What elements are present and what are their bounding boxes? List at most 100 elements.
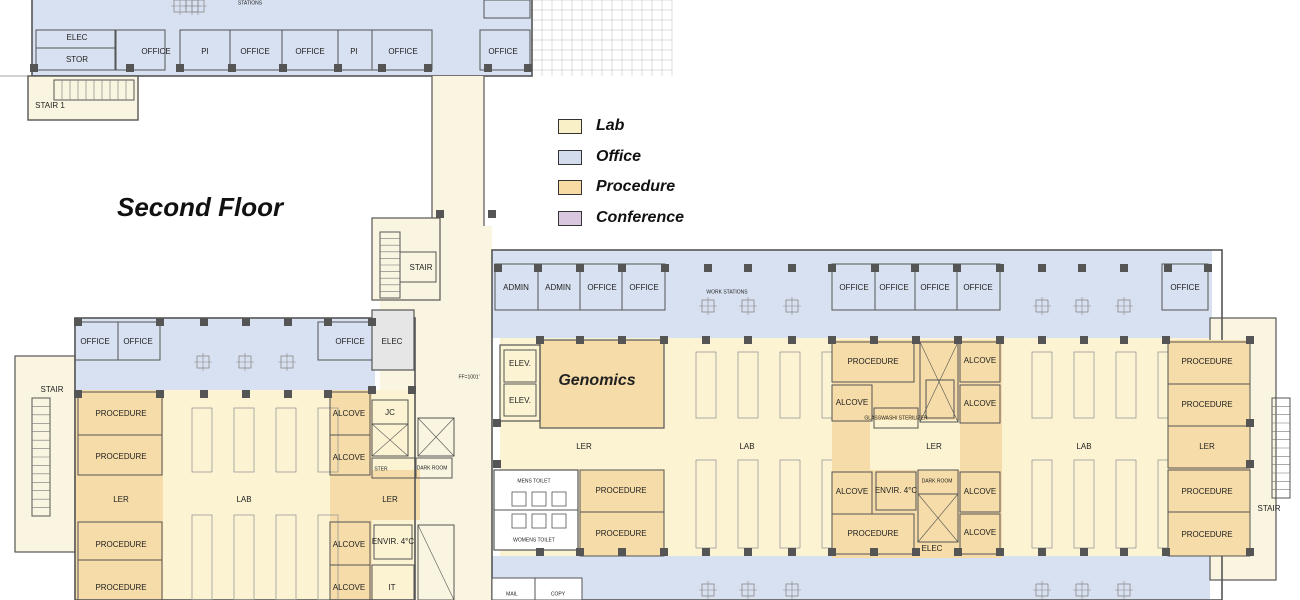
column: [378, 64, 386, 72]
east-lab-bench: [1115, 351, 1137, 419]
east-shaft-1: [919, 341, 959, 423]
room-label-stair-west: STAIR: [41, 385, 64, 394]
shaft-center: [417, 417, 455, 457]
floor-title: Second Floor: [117, 192, 284, 222]
room-label-alcove-east-6: ALCOVE: [964, 528, 996, 537]
column: [870, 548, 878, 556]
east-shaft-2: [917, 493, 959, 543]
dark-room-west: [415, 457, 453, 479]
column: [828, 264, 836, 272]
column: [1164, 264, 1172, 272]
column: [324, 390, 332, 398]
column: [176, 64, 184, 72]
west-lab-bench: [191, 514, 213, 600]
shaft-x: [917, 493, 959, 543]
room-label-elec-east: ELEC: [922, 544, 943, 553]
east-lab-bench: [1073, 351, 1095, 419]
room-label-office-east-5: OFFICE: [920, 283, 949, 292]
room-label-admin-2: ADMIN: [545, 283, 571, 292]
column: [228, 64, 236, 72]
room-label-elev-2: ELEV.: [509, 396, 531, 405]
room-label-procedure-east-6: PROCEDURE: [1181, 400, 1232, 409]
column: [1038, 548, 1046, 556]
column: [911, 264, 919, 272]
room-label-office-north-4: OFFICE: [388, 47, 417, 56]
room-label-pi-north-2: PI: [350, 47, 358, 56]
column: [576, 336, 584, 344]
shaft-x: [417, 524, 455, 600]
column: [156, 390, 164, 398]
west-lab-bench: [233, 514, 255, 600]
column: [279, 64, 287, 72]
west-procedure-room: [77, 559, 163, 600]
shaft-x: [417, 417, 455, 457]
column: [493, 460, 501, 468]
room-label-alcove-west-2: ALCOVE: [333, 453, 365, 462]
room-label-it: IT: [388, 583, 395, 592]
elevator-1: [503, 349, 537, 383]
room-label-office-east-2: OFFICE: [629, 283, 658, 292]
column: [618, 548, 626, 556]
column: [408, 386, 416, 394]
column: [156, 318, 164, 326]
procedure-room: [1167, 511, 1251, 557]
room-label-pi-north-1: PI: [201, 47, 209, 56]
room-label-elec-north: ELEC: [67, 33, 88, 42]
room-label-office-west-3: OFFICE: [335, 337, 364, 346]
column: [368, 386, 376, 394]
room-label-procedure-east-4: PROCEDURE: [847, 529, 898, 538]
column: [660, 336, 668, 344]
column: [1080, 336, 1088, 344]
column: [324, 318, 332, 326]
room-label-darkroom-west: DARK ROOM: [417, 465, 448, 471]
legend-label-lab: Lab: [596, 117, 625, 134]
column: [871, 264, 879, 272]
column: [284, 390, 292, 398]
room-label-envir-west: ENVIR. 4°C: [372, 537, 415, 546]
room-label-alcove-east-3: ALCOVE: [964, 399, 996, 408]
column: [1162, 548, 1170, 556]
west-elec-zone: [372, 310, 414, 370]
column: [870, 336, 878, 344]
west-office-cell: [117, 321, 161, 361]
alcove-room: [959, 341, 1001, 383]
room-label-office-west-2: OFFICE: [123, 337, 152, 346]
room-label-office-north-3: OFFICE: [295, 47, 324, 56]
north-office-cell: [114, 29, 166, 71]
column: [1246, 548, 1254, 556]
room-label-procedure-east-2: PROCEDURE: [595, 529, 646, 538]
east-lab-bench: [779, 351, 801, 419]
column: [1038, 264, 1046, 272]
stair1-zone: [28, 76, 138, 120]
column: [704, 264, 712, 272]
legend-swatch-office: [558, 149, 582, 165]
room-label-office-east-3: OFFICE: [839, 283, 868, 292]
column: [1246, 336, 1254, 344]
room-label-stair1: STAIR 1: [35, 101, 65, 110]
room-label-envir-east: ENVIR. 4°C: [875, 486, 918, 495]
room-label-office-north-1: OFFICE: [141, 47, 170, 56]
room-label-alcove-west-1: ALCOVE: [333, 409, 365, 418]
column: [954, 336, 962, 344]
room-label-stations-north: STATIONS: [238, 0, 263, 6]
room-label-procedure-east-5: PROCEDURE: [1181, 357, 1232, 366]
west-procedure-zone: [75, 390, 163, 600]
legend-label-procedure: Procedure: [596, 178, 676, 195]
room-label-procedure-east-3: PROCEDURE: [847, 357, 898, 366]
connector-corridor: [432, 76, 484, 226]
north-office-cell: [371, 29, 433, 71]
room-label-alcove-east-1: ALCOVE: [964, 356, 996, 365]
column: [576, 264, 584, 272]
room-label-office-east-6: OFFICE: [963, 283, 992, 292]
room-label-elev-1: ELEV.: [509, 359, 531, 368]
west-lab-bench: [275, 514, 297, 600]
west-lab-bench: [275, 407, 297, 473]
east-office-zone: [492, 250, 1212, 338]
column: [618, 336, 626, 344]
room-label-office-west-1: OFFICE: [80, 337, 109, 346]
genomics-zone: [540, 340, 664, 428]
room-label-lab-west: LAB: [236, 495, 251, 504]
column: [912, 336, 920, 344]
column: [436, 210, 444, 218]
